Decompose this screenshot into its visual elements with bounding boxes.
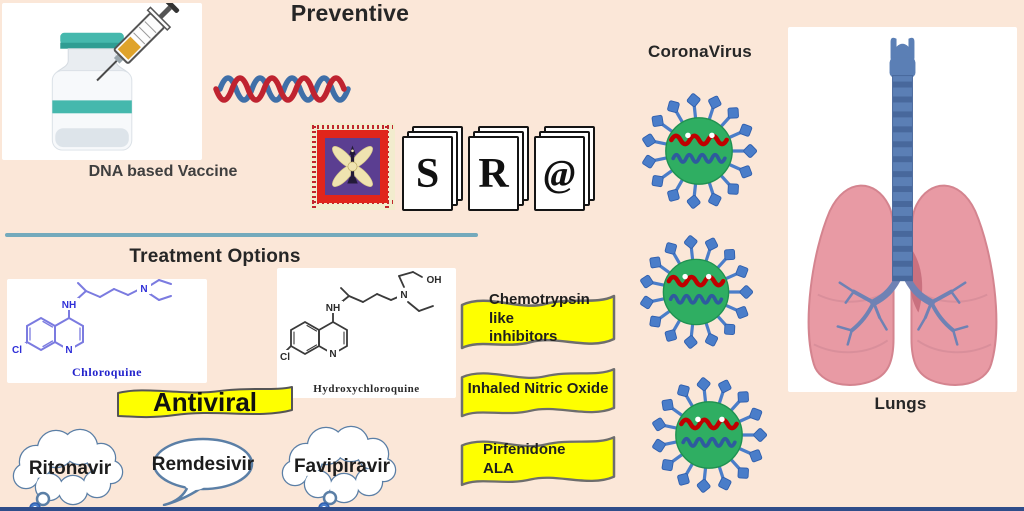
vaccine-card	[2, 0, 202, 160]
thought-bubble-icon	[12, 428, 124, 511]
treatment-title: Treatment Options	[129, 246, 301, 267]
favipiravir-label: Favipiravir	[293, 456, 391, 477]
svg-text:N: N	[400, 290, 407, 301]
chloroquine-label: Chloroquine	[72, 365, 142, 379]
bottom-bar	[0, 507, 1024, 511]
sra-card-letter: @	[534, 136, 585, 211]
banner-pirfenidone: Pirfenidone ALA	[457, 429, 619, 495]
svg-text:NH: NH	[62, 300, 76, 311]
banner-line: Pirfenidone	[483, 441, 566, 459]
coronavirus-icon	[638, 234, 754, 350]
ritonavir-label: Ritonavir	[28, 458, 112, 479]
antiviral-label: Antiviral	[152, 386, 258, 417]
banner-line: Inhaled Nitric Oxide	[467, 380, 609, 398]
svg-text:OH: OH	[427, 275, 442, 286]
sra-card-letter: S	[402, 136, 453, 211]
speech-bubble-icon	[152, 437, 254, 507]
antiviral-banner: Antiviral	[115, 383, 295, 421]
lungs-card	[788, 27, 1017, 392]
hydroxychloroquine-structure-icon: N Cl NH N OH	[277, 271, 445, 363]
coronavirus-icon	[650, 376, 768, 494]
svg-text:N: N	[140, 284, 147, 295]
lungs-label: Lungs	[874, 394, 927, 413]
banner-nitric-oxide: Inhaled Nitric Oxide	[457, 361, 619, 426]
thought-bubble-icon	[281, 425, 397, 511]
speech-bubble-remdesivir: Remdesivir	[150, 434, 256, 507]
remdesivir-label: Remdesivir	[151, 454, 255, 475]
chloroquine-structure-icon: N Cl NH N	[9, 279, 172, 356]
banner-line: inhibitors	[489, 328, 558, 346]
svg-text:Cl: Cl	[280, 352, 290, 363]
hydroxychloroquine-card: N Cl NH N OH Hydroxychloroquine	[277, 268, 456, 398]
sra-stamp-icon	[310, 123, 395, 210]
banner-chemotrypsin: Chemotrypsin like inhibitors	[457, 287, 619, 359]
hydroxychloroquine-label: Hydroxychloroquine	[313, 383, 420, 395]
vaccine-label: DNA based Vaccine	[88, 163, 238, 180]
sra-card: @	[531, 126, 595, 214]
thought-bubble-favipiravir: Favipiravir	[278, 418, 406, 511]
sra-cards: S R @	[399, 126, 595, 214]
coronavirus-icon	[640, 92, 758, 210]
dna-helix-icon	[213, 75, 351, 103]
svg-text:Cl: Cl	[12, 345, 22, 356]
sra-card: R	[465, 126, 529, 214]
section-divider	[5, 233, 478, 237]
lungs-icon	[807, 37, 998, 386]
thought-bubble-ritonavir: Ritonavir	[10, 422, 136, 511]
vaccine-icon	[51, 0, 180, 151]
coronavirus-label: CoronaVirus	[648, 42, 752, 61]
preventive-title: Preventive	[290, 0, 410, 26]
svg-text:NH: NH	[326, 303, 340, 314]
banner-line: ALA	[483, 460, 514, 477]
sra-card: S	[399, 126, 463, 214]
sra-card-letter: R	[468, 136, 519, 211]
svg-text:N: N	[329, 349, 336, 360]
banner-line: Chemotrypsin like	[489, 290, 590, 327]
svg-text:N: N	[65, 345, 72, 356]
chloroquine-card: N Cl NH N Chloroquine	[7, 279, 207, 383]
